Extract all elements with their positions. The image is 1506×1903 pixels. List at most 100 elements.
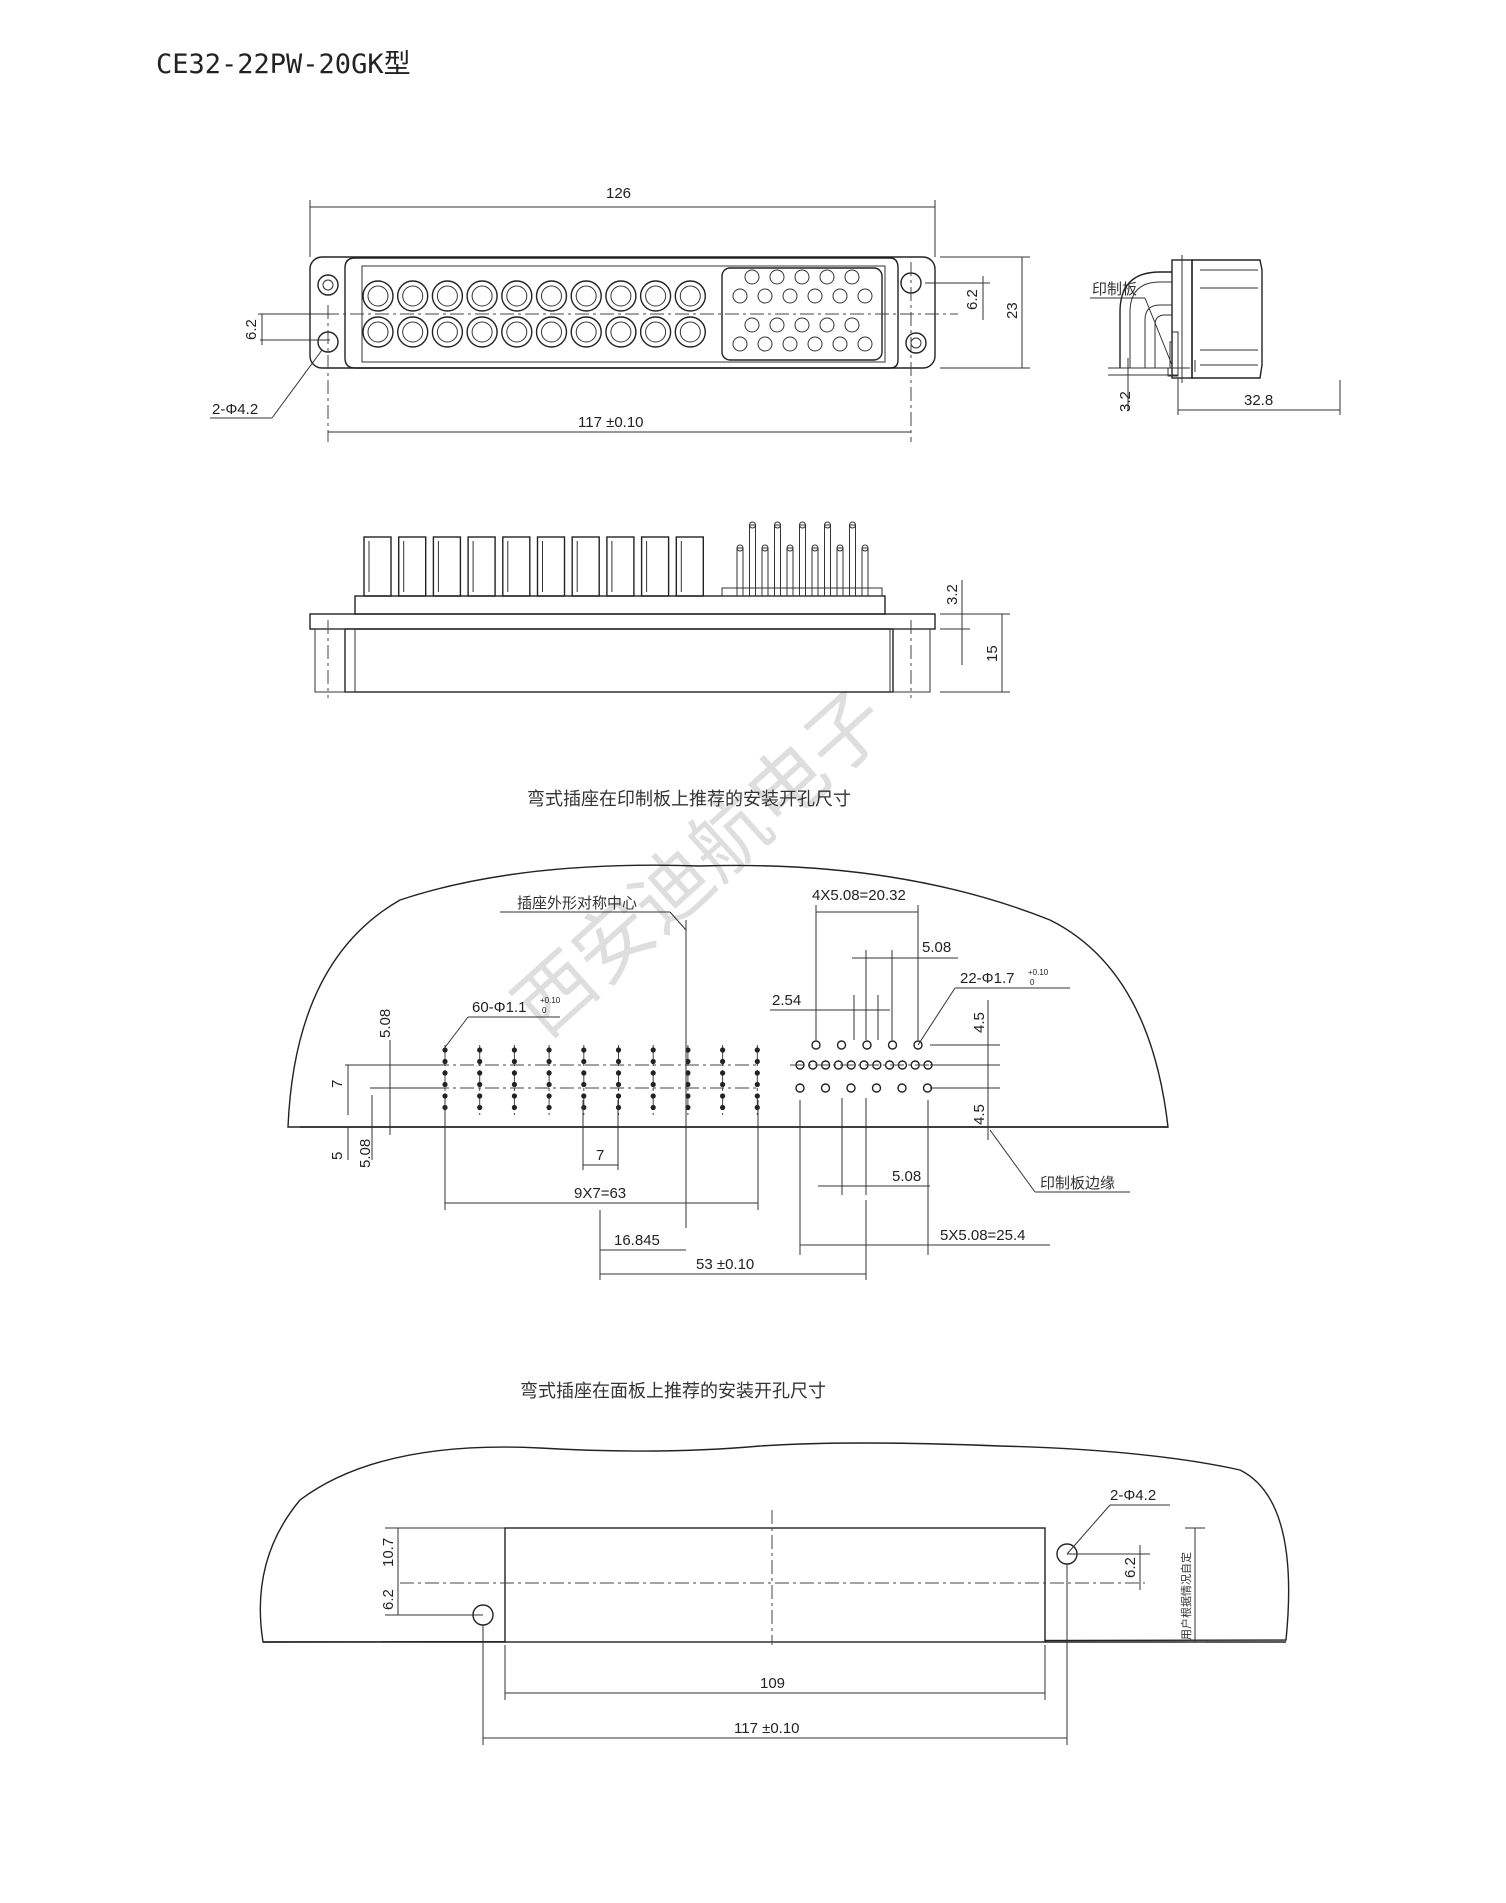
pcb-hole-small <box>650 1081 656 1088</box>
pcb-hole-small <box>511 1093 517 1099</box>
signal-contact-array <box>732 269 873 352</box>
signal-contact <box>832 336 848 352</box>
signal-pin <box>774 524 781 597</box>
pcb-hole-small <box>754 1081 760 1088</box>
pcb-hole-small <box>615 1058 622 1065</box>
signal-pin <box>824 524 831 597</box>
dim-6-2-left: 6.2 <box>243 319 260 340</box>
signal-pin <box>836 547 844 597</box>
power-contact-bore <box>610 285 632 307</box>
dim-22-tol-upper: +0.10 <box>1028 968 1049 977</box>
power-contact <box>362 280 394 312</box>
dim-3-2-bottom: 3.2 <box>944 584 961 605</box>
power-pin-sleeve <box>398 536 427 597</box>
mount-holes-label: 2-Φ4.2 <box>212 401 258 418</box>
pcb-hole-small <box>477 1058 483 1065</box>
pcb-hole-small <box>442 1058 448 1065</box>
panel-cutout <box>504 1527 1046 1643</box>
dim-9x7: 9X7=63 <box>574 1185 626 1202</box>
signal-contact <box>757 288 773 304</box>
dim-5-08-a: 5.08 <box>922 939 951 956</box>
power-pin-sleeve <box>675 536 704 597</box>
power-contact <box>570 316 602 348</box>
pcb-hole-small <box>685 1093 691 1099</box>
pcb-hole-small <box>477 1104 483 1111</box>
power-contact <box>639 280 672 312</box>
power-pin-sleeve <box>502 536 531 597</box>
leader-line <box>989 1129 1036 1193</box>
signal-pin-base <box>721 587 883 597</box>
pcb-hole-large <box>897 1083 907 1093</box>
power-contact-bore <box>436 321 458 343</box>
pcb-hole-large <box>820 1083 831 1093</box>
front-shell-inner <box>361 265 886 363</box>
dim-23: 23 <box>1004 302 1021 319</box>
drawing-title: CE32-22PW-20GK型 <box>156 49 411 80</box>
pcb-section-heading: 弯式插座在印制板上推荐的安装开孔尺寸 <box>527 789 851 810</box>
signal-pin <box>861 547 869 597</box>
power-contact <box>605 280 637 312</box>
power-contact <box>466 280 498 312</box>
signal-pin-tip <box>774 521 781 529</box>
pcb-hole-large <box>795 1083 805 1093</box>
power-contact-bore <box>679 285 701 307</box>
power-pin-sleeve <box>536 536 566 597</box>
pcb-hole-small <box>685 1058 691 1065</box>
bottom-flange <box>309 613 936 630</box>
signal-contact <box>782 336 798 352</box>
dim-117: 117 ±0.10 <box>578 414 644 431</box>
power-contact-bore <box>645 285 667 307</box>
signal-pin-tip <box>849 521 856 529</box>
pcb-hole-small <box>685 1081 691 1088</box>
outline <box>314 628 356 693</box>
pcb-hole-small <box>615 1093 622 1099</box>
dim-5: 5 <box>329 1152 346 1160</box>
power-contact <box>431 316 464 348</box>
power-contact <box>501 316 533 348</box>
power-contact <box>639 316 672 348</box>
signal-pin <box>811 547 819 597</box>
power-contact-array <box>362 280 706 348</box>
power-contact <box>501 280 533 312</box>
power-contact <box>397 316 429 348</box>
signal-contact <box>857 288 873 304</box>
pcb-hole-large <box>846 1083 856 1093</box>
panel-holes-label: 2-Φ4.2 <box>1110 1487 1156 1504</box>
pcb-hole-small <box>720 1058 726 1065</box>
bottom-signal-pins <box>721 521 883 597</box>
power-contact <box>397 280 429 312</box>
bent-pin <box>1119 271 1172 368</box>
leader-line <box>917 987 956 1046</box>
pcb-hole-small <box>581 1070 587 1076</box>
power-pin-sleeve <box>363 536 392 597</box>
mount-hole-inner <box>910 337 922 349</box>
signal-contact <box>732 336 748 352</box>
power-pin-sleeve <box>606 536 635 597</box>
power-contact-bore <box>367 321 389 343</box>
pcb-hole-small <box>754 1093 760 1099</box>
signal-pin-tip <box>799 521 806 529</box>
power-contact <box>466 316 498 348</box>
pcb-hole-large <box>871 1083 882 1093</box>
mount-hole-top-left <box>317 274 339 296</box>
signal-contact <box>819 269 835 285</box>
side-housing <box>1191 259 1263 379</box>
dim-53: 53 ±0.10 <box>696 1256 754 1273</box>
signal-contact <box>769 317 785 333</box>
pcb-hole-small <box>754 1104 760 1111</box>
dim-3-2-side: 3.2 <box>1117 391 1134 412</box>
power-contact-bore <box>471 321 493 343</box>
power-contact-bore <box>506 285 528 307</box>
pcb-hole-small <box>511 1047 517 1053</box>
dim-4-5-top: 4.5 <box>971 1012 988 1033</box>
pcb-hole-small <box>650 1070 656 1076</box>
dim-6-2-left-panel: 6.2 <box>380 1589 397 1610</box>
power-contact-bore <box>645 321 667 343</box>
signal-contact <box>819 317 835 333</box>
power-contact-bore <box>575 321 597 343</box>
pcb-edge-label: 印制板边缘 <box>1040 1174 1115 1192</box>
pcb-hole-small <box>685 1047 691 1053</box>
pcb-hole-small <box>650 1093 656 1099</box>
pcb-hole-large <box>913 1040 923 1050</box>
signal-contact <box>844 317 860 333</box>
